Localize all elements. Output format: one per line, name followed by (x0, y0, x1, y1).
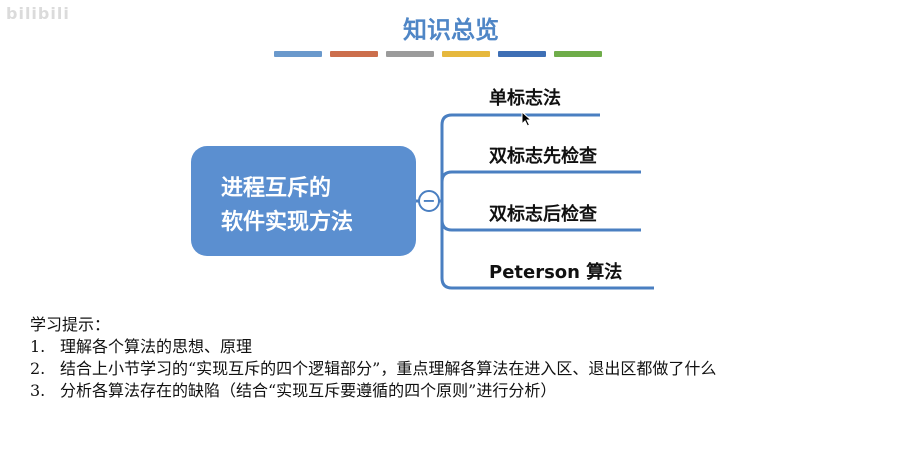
collapse-toggle-button[interactable]: − (418, 190, 440, 212)
tip-number: 1. (30, 337, 46, 356)
branch-connector-1 (440, 113, 600, 126)
mouse-cursor-icon (521, 111, 533, 127)
tip-item: 2. 结合上小节学习的“实现互斥的四个逻辑部分”，重点理解各算法在进入区、退出区… (30, 358, 890, 380)
tip-item: 1. 理解各个算法的思想、原理 (30, 336, 890, 358)
tip-text: 分析各算法存在的缺陷（结合“实现互斥要遵循的四个原则”进行分析） (60, 381, 557, 400)
color-strip-segment-1 (274, 51, 322, 57)
branch-dual-flag-check-after[interactable]: 双标志后检查 (489, 204, 597, 225)
branch-connector-4 (440, 277, 654, 290)
tips-list: 1. 理解各个算法的思想、原理 2. 结合上小节学习的“实现互斥的四个逻辑部分”… (30, 336, 890, 402)
tip-number: 2. (30, 359, 46, 378)
branch-connector-3 (440, 219, 641, 232)
color-strip-segment-6 (554, 51, 602, 57)
color-strip-segment-5 (498, 51, 546, 57)
learning-tips: 学习提示： 1. 理解各个算法的思想、原理 2. 结合上小节学习的“实现互斥的四… (30, 314, 890, 402)
bilibili-watermark: bilibili (6, 4, 70, 23)
central-topic-line-1: 进程互斥的 (221, 176, 332, 201)
tip-text: 理解各个算法的思想、原理 (60, 337, 253, 356)
color-strip (274, 51, 602, 57)
tip-number: 3. (30, 381, 46, 400)
central-topic-line-2: 软件实现方法 (221, 210, 354, 235)
minus-icon: − (422, 191, 436, 210)
branch-single-flag[interactable]: 单标志法 (489, 88, 561, 109)
tip-item: 3. 分析各算法存在的缺陷（结合“实现互斥要遵循的四个原则”进行分析） (30, 380, 890, 402)
tip-text: 结合上小节学习的“实现互斥的四个逻辑部分”，重点理解各算法在进入区、退出区都做了… (60, 359, 717, 378)
central-topic-node[interactable]: 进程互斥的 软件实现方法 (191, 146, 416, 256)
color-strip-segment-2 (330, 51, 378, 57)
branch-dual-flag-check-first[interactable]: 双标志先检查 (489, 146, 597, 167)
tips-heading: 学习提示： (30, 315, 111, 334)
page-title: 知识总览 (403, 16, 499, 44)
color-strip-segment-3 (386, 51, 434, 57)
color-strip-segment-4 (442, 51, 490, 57)
branch-connector-2 (440, 170, 641, 183)
branch-peterson[interactable]: Peterson 算法 (489, 262, 623, 283)
